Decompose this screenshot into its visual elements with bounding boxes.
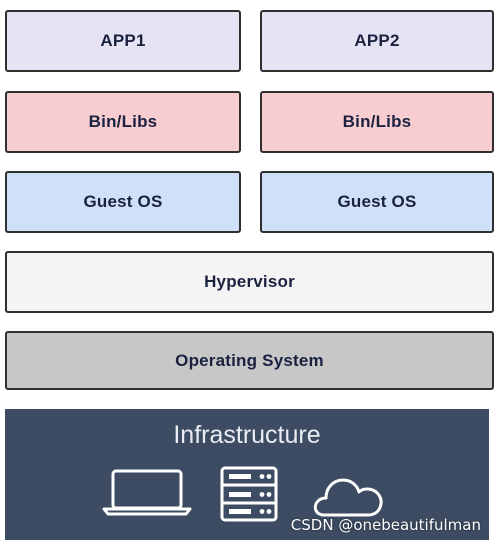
bin-libs-2-label: Bin/Libs (342, 112, 412, 131)
hypervisor-label: Hypervisor (204, 272, 295, 291)
app2-label: APP2 (354, 31, 400, 50)
infrastructure-panel: Infrastructure CSDN @onebeautifulman (5, 409, 489, 540)
laptop-icon (102, 469, 192, 516)
guest-os-2-label: Guest OS (337, 192, 417, 211)
cloud-icon (313, 478, 383, 517)
infrastructure-title: Infrastructure (173, 421, 321, 449)
watermark: CSDN @onebeautifulman (290, 516, 481, 534)
bin-libs-1-box: Bin/Libs (5, 91, 241, 153)
app2-box: APP2 (260, 10, 494, 72)
guest-os-1-label: Guest OS (83, 192, 163, 211)
app1-box: APP1 (5, 10, 241, 72)
bin-libs-2-box: Bin/Libs (260, 91, 494, 153)
hypervisor-box: Hypervisor (5, 251, 494, 313)
server-icon (220, 466, 278, 522)
operating-system-box: Operating System (5, 331, 494, 390)
app1-label: APP1 (100, 31, 146, 50)
guest-os-2-box: Guest OS (260, 171, 494, 233)
operating-system-label: Operating System (175, 350, 324, 370)
bin-libs-1-label: Bin/Libs (88, 112, 158, 131)
guest-os-1-box: Guest OS (5, 171, 241, 233)
